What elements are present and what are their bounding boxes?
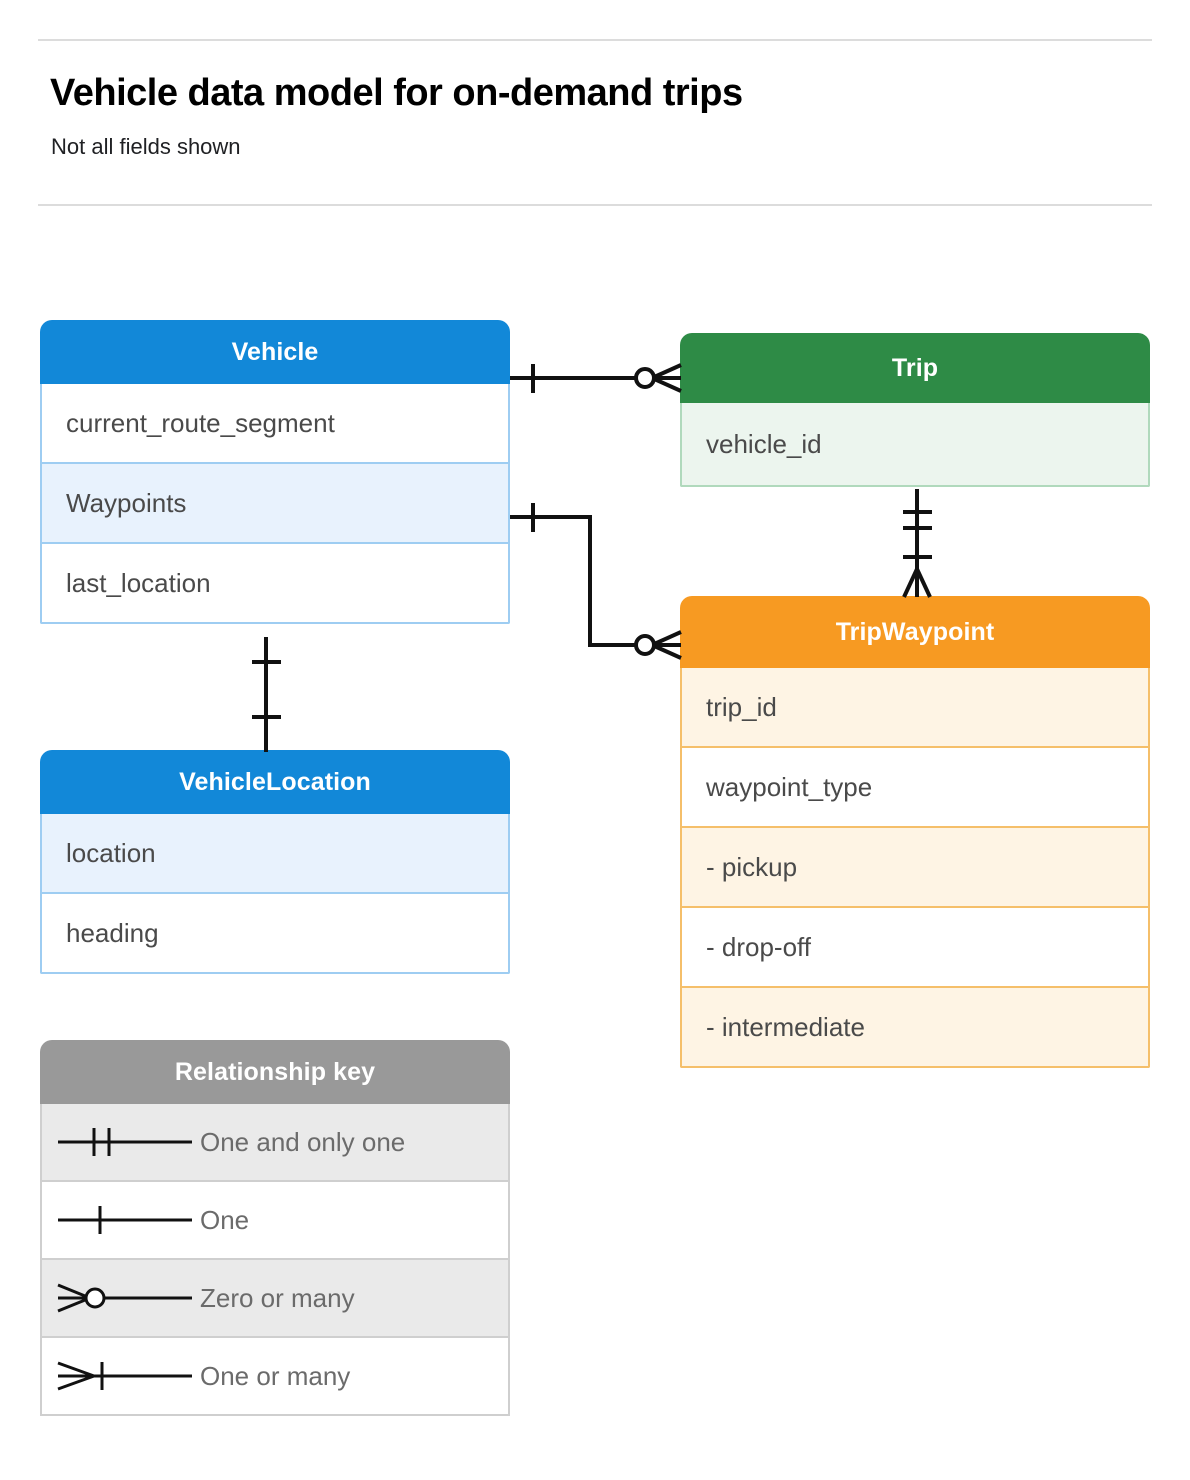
connector-vehicle-to-trip <box>510 363 682 393</box>
legend-row-zero-or-many: Zero or many <box>40 1260 510 1338</box>
connector-waypoints-to-tripwaypoint <box>510 503 682 660</box>
entity-trip-title: Trip <box>680 333 1150 403</box>
legend-row-one-or-many: One or many <box>40 1338 510 1416</box>
entity-tripwaypoint-enum-intermediate[interactable]: - intermediate <box>680 988 1150 1068</box>
entity-tripwaypoint-title: TripWaypoint <box>680 596 1150 668</box>
header-divider-bottom <box>38 204 1152 206</box>
entity-vehiclelocation-field-heading[interactable]: heading <box>40 894 510 974</box>
entity-tripwaypoint[interactable]: TripWaypoint trip_id waypoint_type - pic… <box>680 596 1150 1068</box>
entity-vehicle-field-last-location[interactable]: last_location <box>40 544 510 624</box>
legend-label-one-or-many: One or many <box>200 1360 351 1391</box>
page-subtitle: Not all fields shown <box>51 134 241 159</box>
one-icon <box>52 1200 200 1240</box>
entity-vehiclelocation[interactable]: VehicleLocation location heading <box>40 750 510 974</box>
legend-label-zero-or-many: Zero or many <box>200 1282 355 1313</box>
header-divider-top <box>38 39 1152 41</box>
entity-tripwaypoint-field-waypoint-type[interactable]: waypoint_type <box>680 748 1150 828</box>
entity-vehiclelocation-title: VehicleLocation <box>40 750 510 814</box>
page-title: Vehicle data model for on-demand trips <box>50 72 743 114</box>
connector-trip-to-tripwaypoint <box>902 489 932 598</box>
legend-title: Relationship key <box>40 1040 510 1104</box>
entity-trip-field-vehicle-id[interactable]: vehicle_id <box>680 403 1150 487</box>
entity-trip[interactable]: Trip vehicle_id <box>680 333 1150 487</box>
one-or-many-icon <box>52 1356 200 1396</box>
legend-label-one: One <box>200 1204 250 1235</box>
connector-vehicle-to-vehiclelocation <box>252 637 281 752</box>
entity-tripwaypoint-field-trip-id[interactable]: trip_id <box>680 668 1150 748</box>
entity-tripwaypoint-enum-pickup[interactable]: - pickup <box>680 828 1150 908</box>
legend-label-one-and-only-one: One and only one <box>200 1126 406 1157</box>
entity-vehicle-field-waypoints[interactable]: Waypoints <box>40 464 510 544</box>
entity-vehiclelocation-field-location[interactable]: location <box>40 814 510 894</box>
entity-vehicle-field-current-route-segment[interactable]: current_route_segment <box>40 384 510 464</box>
legend-row-one-and-only-one: One and only one <box>40 1104 510 1182</box>
legend-row-one: One <box>40 1182 510 1260</box>
entity-vehicle[interactable]: Vehicle current_route_segment Waypoints … <box>40 320 510 624</box>
one-and-only-one-icon <box>52 1122 200 1162</box>
zero-or-many-icon <box>52 1278 200 1318</box>
entity-tripwaypoint-enum-drop-off[interactable]: - drop-off <box>680 908 1150 988</box>
relationship-key-legend: Relationship key One and only one One <box>40 1040 510 1416</box>
entity-vehicle-title: Vehicle <box>40 320 510 384</box>
